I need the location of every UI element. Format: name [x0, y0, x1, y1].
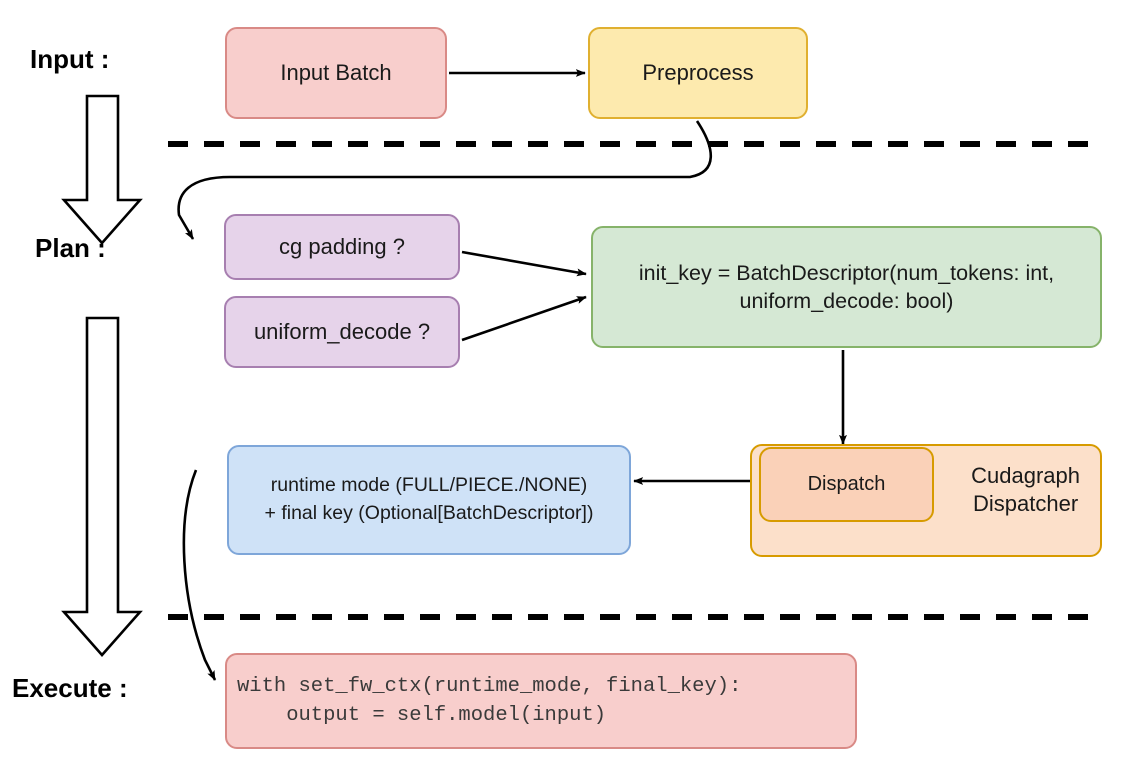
node-cudagraph-dispatcher-label: Cudagraph Dispatcher — [971, 463, 1080, 517]
node-dispatch-label: Dispatch — [807, 473, 886, 496]
edge-uniform-decode-to-init-key — [461, 295, 587, 342]
node-preprocess-label: Preprocess — [642, 60, 754, 86]
node-runtime-mode[interactable]: runtime mode (FULL/PIECE./NONE) + final … — [227, 445, 631, 555]
code-line-1: with set_fw_ctx(runtime_mode, final_key)… — [237, 674, 742, 698]
node-cg-padding-label: cg padding ? — [279, 234, 405, 260]
stage-label-input: Input : — [30, 44, 110, 74]
code-line-2: output = self.model(input) — [237, 704, 607, 727]
node-preprocess[interactable]: Preprocess — [588, 27, 808, 119]
node-code-block[interactable]: with set_fw_ctx(runtime_mode, final_key)… — [225, 653, 857, 749]
node-uniform-decode-label: uniform_decode ? — [253, 319, 431, 345]
edge-runtime-mode-to-code-block — [182, 469, 217, 681]
node-init-key-label: init_key = BatchDescriptor(num_tokens: i… — [638, 260, 1055, 313]
stage-label-plan: Plan : — [35, 233, 106, 263]
node-cg-padding[interactable]: cg padding ? — [224, 214, 460, 280]
node-dispatch[interactable]: Dispatch — [759, 447, 934, 522]
node-runtime-mode-label: runtime mode (FULL/PIECE./NONE) + final … — [264, 474, 594, 524]
node-input-batch[interactable]: Input Batch — [225, 27, 447, 119]
flow-arrow-input-to-plan — [61, 94, 143, 245]
node-input-batch-label: Input Batch — [280, 60, 392, 86]
edge-cg-padding-to-init-key — [461, 250, 587, 277]
stage-label-execute: Execute : — [12, 673, 128, 703]
node-init-key[interactable]: init_key = BatchDescriptor(num_tokens: i… — [591, 226, 1102, 348]
flow-arrow-plan-to-execute — [61, 316, 143, 657]
node-uniform-decode[interactable]: uniform_decode ? — [224, 296, 460, 368]
